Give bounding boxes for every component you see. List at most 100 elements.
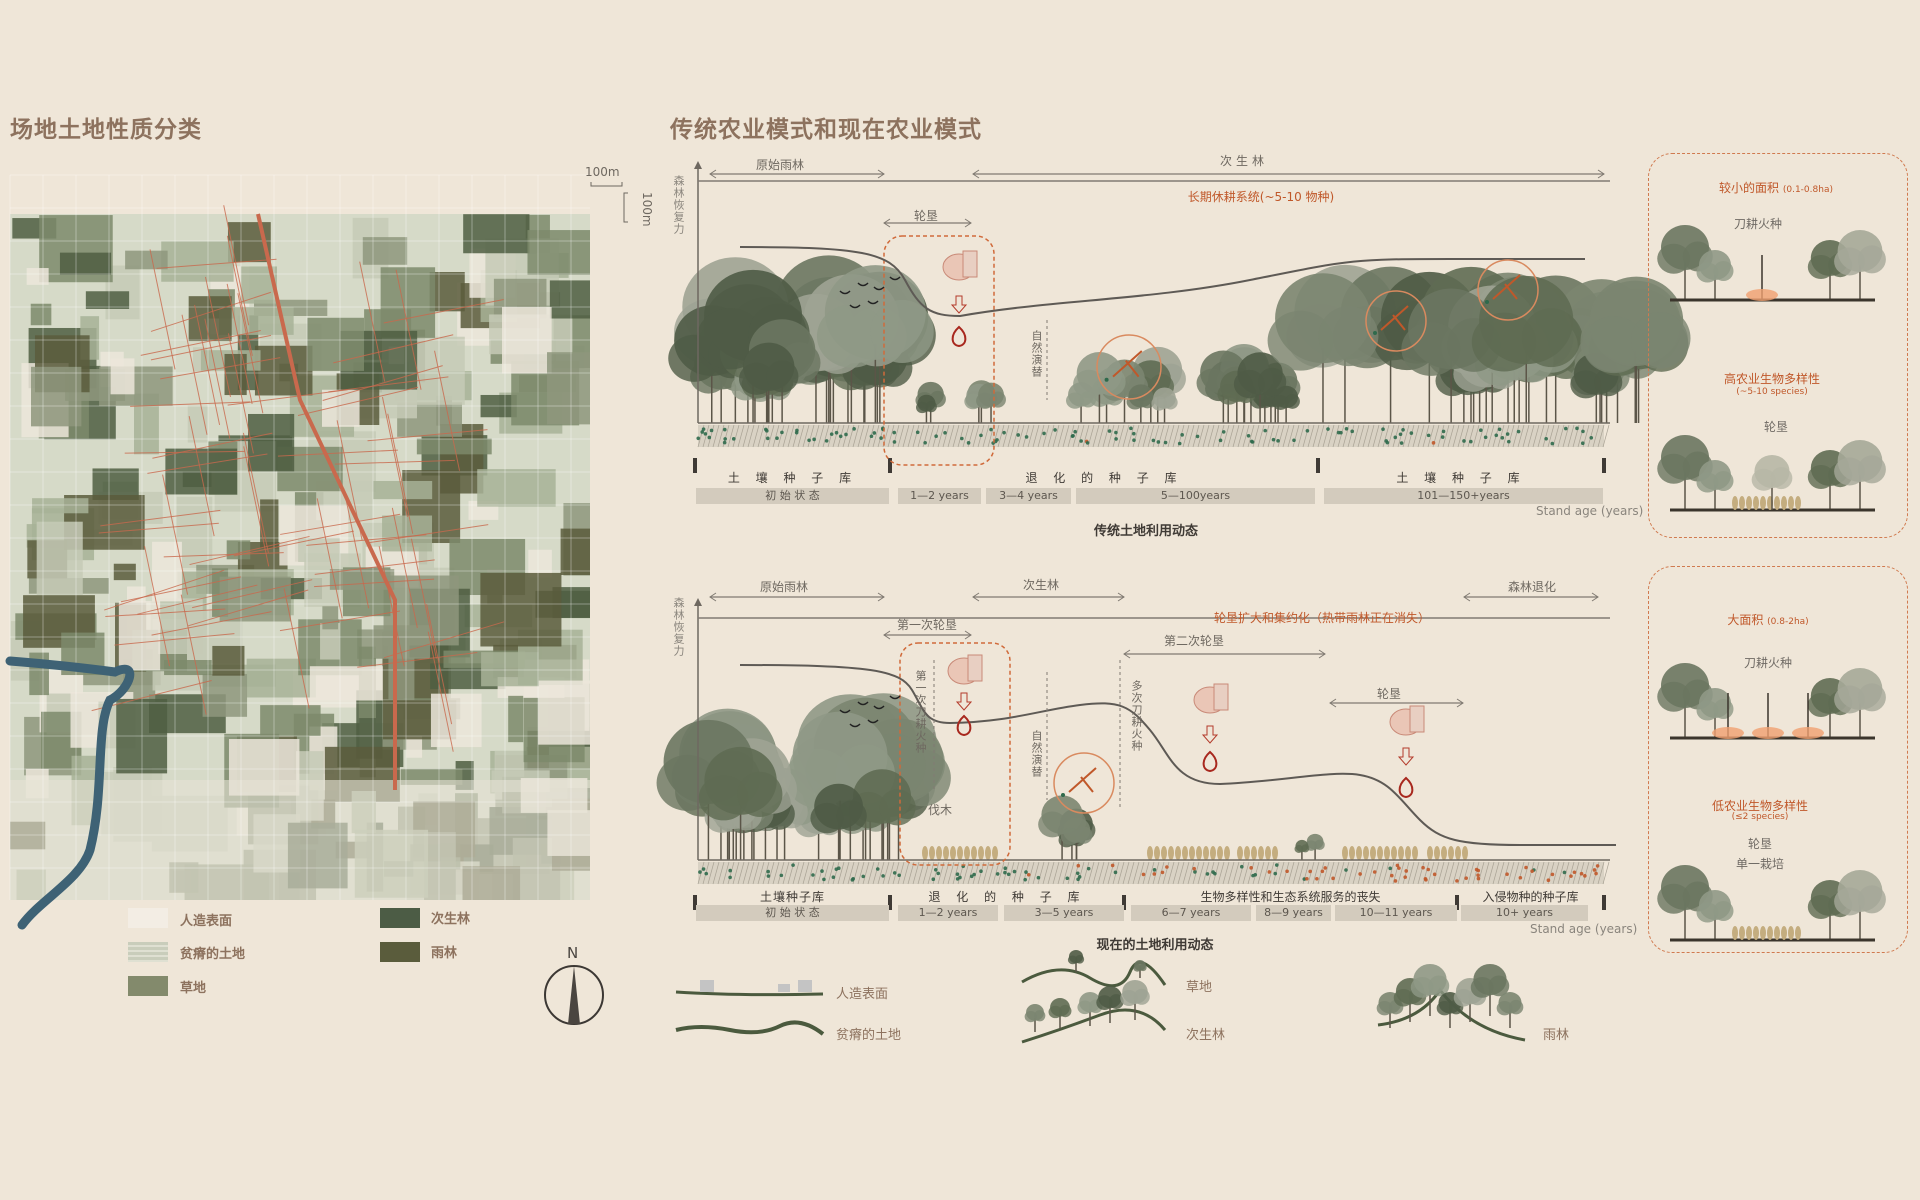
seed-dot (1271, 437, 1276, 442)
soil-hatch (807, 424, 815, 448)
rotation-label: 轮垦 (1376, 687, 1402, 701)
seed-dot (897, 873, 901, 878)
seed-dot (1308, 869, 1312, 874)
crop-plant (1251, 846, 1257, 860)
soil-hatch (872, 861, 880, 885)
segment-divider (1455, 895, 1459, 910)
soil-hatch (1317, 424, 1325, 448)
soil-hatch (1122, 861, 1130, 885)
seed-dot (1193, 870, 1197, 874)
soil-hatch (1567, 861, 1575, 885)
crop-plant (1795, 496, 1801, 510)
soil-hatch (1272, 424, 1280, 448)
seed-dot (1192, 866, 1196, 871)
seed-dot (989, 427, 993, 432)
tree-canopy (737, 771, 783, 818)
seed-dot (811, 873, 815, 877)
seed-dot (1550, 441, 1555, 446)
soil-hatch (1137, 424, 1145, 448)
seed-dot (775, 436, 779, 441)
system-label: 轮垦扩大和集约化（热带雨林正在消失） (1213, 611, 1431, 625)
map-street (378, 546, 405, 667)
resilience-curve (739, 664, 1616, 846)
animal-icon (1380, 305, 1409, 331)
seed-dot (779, 873, 784, 878)
tree-canopy (1696, 902, 1719, 923)
soil-hatch (912, 861, 920, 885)
crop-plant (1349, 846, 1355, 860)
soil-hatch (1297, 861, 1305, 885)
seed-dot (1253, 872, 1258, 877)
map-street (359, 261, 386, 382)
soil-hatch (1197, 424, 1205, 448)
soil-hatch (1402, 861, 1410, 885)
seed-dot (1595, 864, 1600, 868)
soil-hatch (1387, 861, 1395, 885)
seed-dot (1016, 433, 1021, 437)
soil-hatch (1067, 861, 1075, 885)
tree-canopy (1657, 883, 1691, 914)
panel-area: 较小的面积 (0.1-0.8ha) (1719, 181, 1833, 195)
soil-hatch (1242, 861, 1250, 885)
seed-dot (1079, 439, 1083, 443)
map-street (156, 258, 277, 269)
seed-dot (722, 427, 727, 432)
tree-canopy (1301, 844, 1310, 853)
seed-dot (1581, 429, 1585, 434)
soil-hatch (1437, 424, 1445, 448)
profile-secondary-forest (1021, 1008, 1167, 1044)
tree-canopy (1097, 367, 1126, 397)
stump-icon-log (1213, 683, 1229, 711)
seed-dot (1478, 428, 1483, 433)
crop-plant (1781, 496, 1787, 510)
soil-hatch (1097, 424, 1105, 448)
tree-canopy (1024, 1011, 1037, 1023)
seed-dot (1156, 440, 1161, 444)
seed-dot (700, 430, 705, 434)
soil-hatch (1477, 424, 1485, 448)
panel-traditional (1648, 153, 1908, 538)
seed-dot (701, 867, 706, 871)
soil-hatch (1007, 861, 1015, 885)
map-street (151, 611, 272, 636)
tree-canopy (1151, 396, 1168, 411)
seed-dot (1455, 879, 1459, 883)
seed-dot (1569, 874, 1573, 878)
map-patch (501, 307, 552, 374)
tree-canopy (1857, 885, 1886, 914)
soil-hatch (762, 424, 770, 448)
segment-divider (888, 458, 892, 473)
seed-dot (1292, 438, 1296, 443)
soil-hatch (1187, 424, 1195, 448)
tree-canopy (1496, 1001, 1513, 1016)
soil-hatch (897, 861, 905, 885)
soil-hatch (777, 424, 785, 448)
map-street (130, 401, 251, 407)
map-patch (406, 735, 423, 758)
seed-dot (1042, 431, 1046, 436)
soil-hatch (1072, 424, 1080, 448)
map-patch (110, 358, 135, 395)
map-street (328, 376, 449, 393)
soil-hatch (1262, 861, 1270, 885)
soil-hatch (1422, 861, 1430, 885)
soil-hatch (1487, 424, 1495, 448)
tree-canopy (1834, 247, 1865, 276)
seed-dot (1086, 866, 1091, 871)
soil-hatch (832, 424, 840, 448)
soil-hatch (1232, 424, 1240, 448)
seed-dot (1583, 874, 1587, 878)
seed-dot (955, 877, 960, 881)
soil-hatch (817, 424, 825, 448)
seed-dot (822, 877, 826, 882)
crop-plant (1760, 496, 1766, 510)
bird-icon (867, 719, 879, 724)
seed-dot (850, 878, 855, 882)
seed-dot (875, 867, 880, 871)
map-street (381, 396, 408, 518)
map-street (149, 249, 176, 370)
crop-plant (1739, 496, 1745, 510)
map-street (120, 576, 242, 603)
tree-canopy (1582, 316, 1646, 374)
panel-rotation-label: 轮垦 (1747, 837, 1773, 851)
